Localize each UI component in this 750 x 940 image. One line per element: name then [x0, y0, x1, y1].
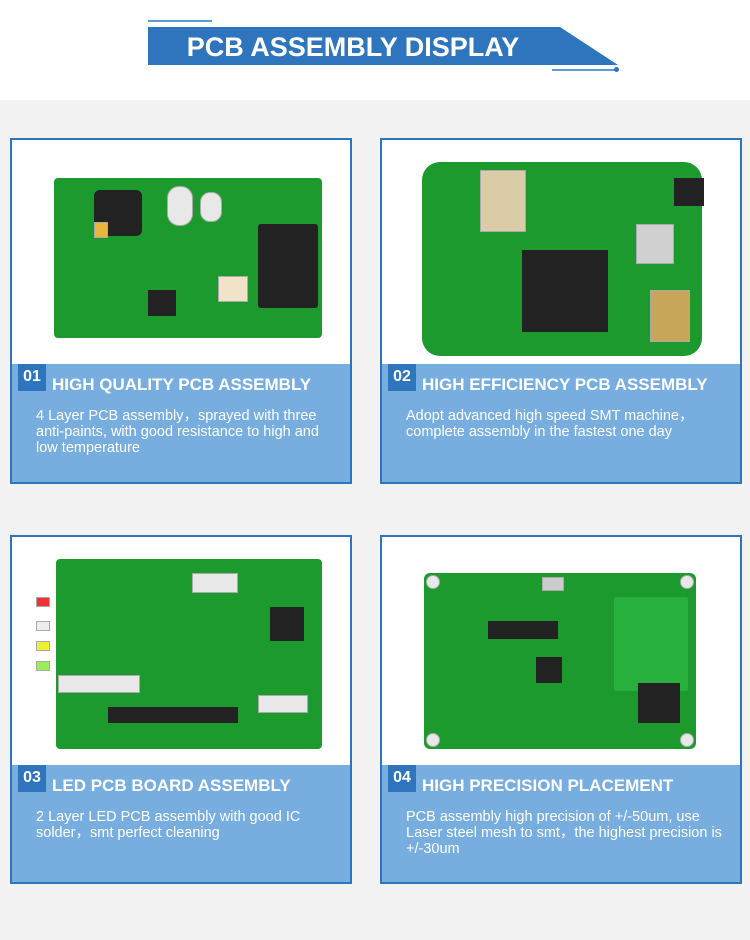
decor-dot	[614, 67, 619, 72]
feature-card-1: 01 HIGH QUALITY PCB ASSEMBLY 4 Layer PCB…	[10, 138, 352, 484]
pcb-image-4-layer	[12, 140, 350, 366]
info-panel: 01 HIGH QUALITY PCB ASSEMBLY 4 Layer PCB…	[12, 364, 350, 482]
info-panel: 02 HIGH EFFICIENCY PCB ASSEMBLY Adopt ad…	[382, 364, 740, 482]
feature-card-4: 04 HIGH PRECISION PLACEMENT PCB assembly…	[380, 535, 742, 884]
pcb-image-high-efficiency	[382, 140, 740, 366]
feature-card-3: 03 LED PCB BOARD ASSEMBLY 2 Layer LED PC…	[10, 535, 352, 884]
card-description: Adopt advanced high speed SMT machine，co…	[406, 408, 694, 440]
feature-card-2: 02 HIGH EFFICIENCY PCB ASSEMBLY Adopt ad…	[380, 138, 742, 484]
card-title: HIGH EFFICIENCY PCB ASSEMBLY	[422, 375, 708, 394]
decor-line	[148, 20, 212, 22]
pcb-image-precision	[382, 537, 740, 767]
info-panel: 03 LED PCB BOARD ASSEMBLY 2 Layer LED PC…	[12, 765, 350, 882]
card-title: LED PCB BOARD ASSEMBLY	[52, 776, 291, 795]
decor-line	[552, 69, 616, 71]
card-description: PCB assembly high precision of +/-50um, …	[406, 809, 722, 857]
card-title: HIGH QUALITY PCB ASSEMBLY	[52, 375, 312, 394]
pcb-image-led	[12, 537, 350, 767]
card-number: 01	[18, 364, 46, 391]
card-number: 03	[18, 765, 46, 792]
card-number: 04	[388, 765, 416, 792]
page-title: PCB ASSEMBLY DISPLAY	[186, 32, 520, 62]
title-banner	[148, 27, 618, 65]
card-number: 02	[388, 364, 416, 391]
card-description: 4 Layer PCB assembly，sprayed with three …	[36, 408, 319, 456]
card-description: 2 Layer LED PCB assembly with good IC so…	[36, 809, 301, 841]
info-panel: 04 HIGH PRECISION PLACEMENT PCB assembly…	[382, 765, 740, 882]
card-title: HIGH PRECISION PLACEMENT	[422, 776, 674, 795]
